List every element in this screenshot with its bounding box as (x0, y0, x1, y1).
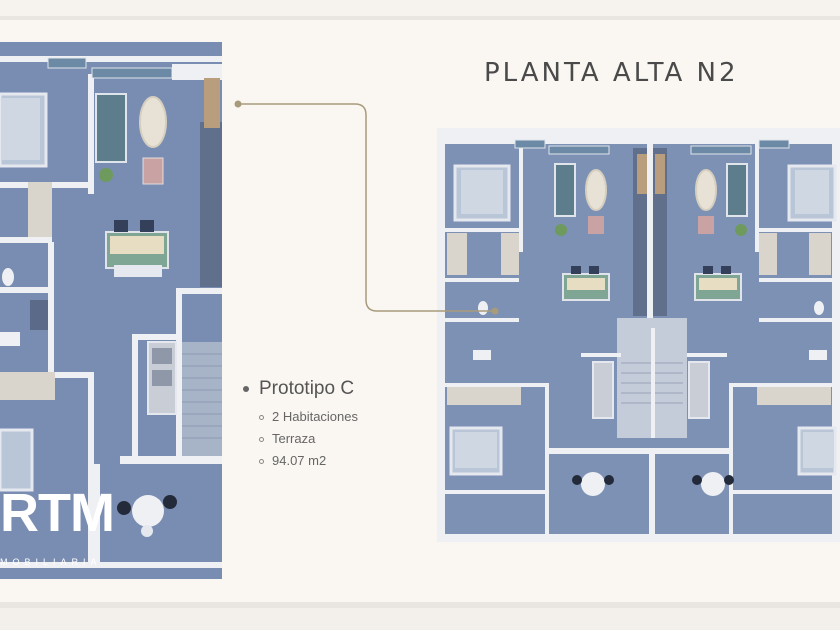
feature-list: 2 Habitaciones Terraza 94.07 m2 (259, 406, 358, 472)
floor-plan-detail (0, 42, 222, 579)
bottom-border-strip (0, 608, 840, 630)
floor-plan-overview (437, 128, 840, 542)
prototype-info: Prototipo C 2 Habitaciones Terraza 94.07… (243, 378, 358, 472)
prototype-heading: Prototipo C (243, 378, 358, 400)
ring-bullet-icon (259, 458, 264, 464)
brand-logo: RTM (0, 483, 115, 543)
ring-bullet-icon (259, 436, 264, 442)
top-border-strip (0, 0, 840, 16)
feature-bedrooms: 2 Habitaciones (272, 409, 358, 424)
list-item: 94.07 m2 (259, 450, 358, 472)
feature-terrace: Terraza (272, 431, 316, 446)
feature-area: 94.07 m2 (272, 453, 327, 468)
brand-logo-subtext: MOBILIARIA (0, 557, 102, 567)
prototype-name: Prototipo C (259, 378, 355, 399)
bullet-icon (243, 386, 249, 392)
page-title: PLANTA ALTA N2 (484, 58, 739, 88)
list-item: Terraza (259, 428, 358, 450)
ring-bullet-icon (259, 414, 264, 420)
list-item: 2 Habitaciones (259, 406, 358, 428)
